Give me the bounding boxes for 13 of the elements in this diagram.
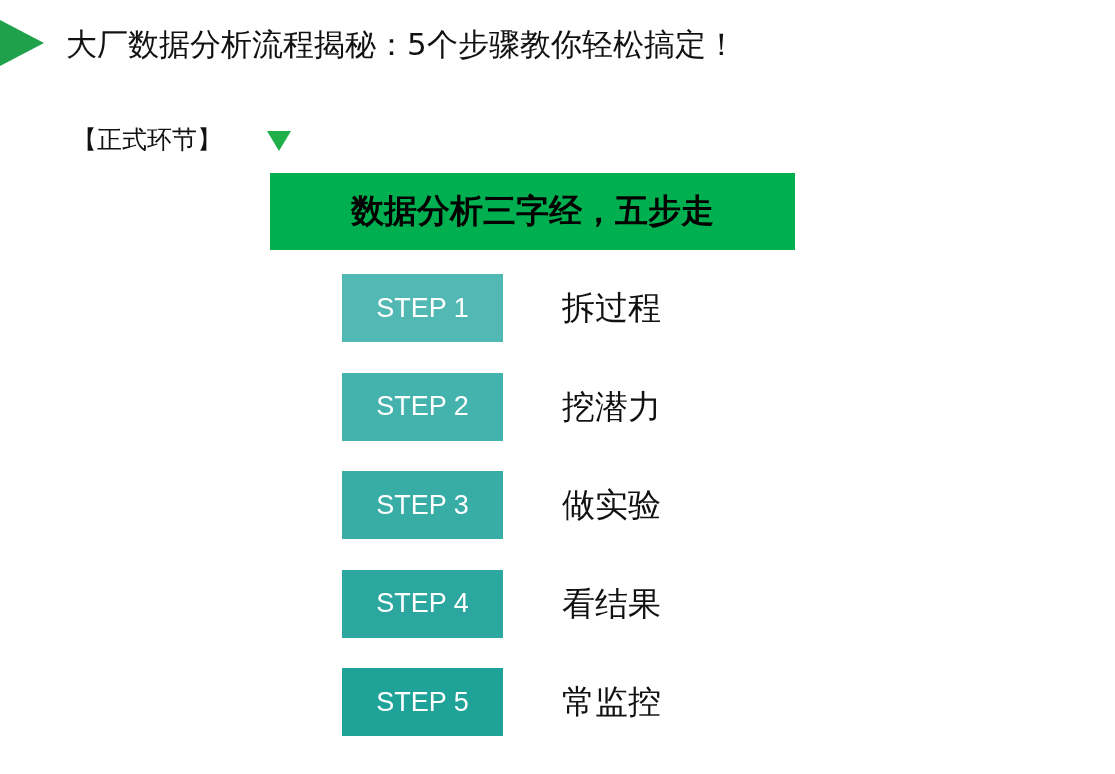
step-caption: 看结果 [562,583,661,624]
slide-title: 大厂数据分析流程揭秘：5个步骤教你轻松搞定！ [66,25,737,64]
step-caption: 拆过程 [562,288,661,328]
header-box: 数据分析三字经，五步走 [270,173,795,250]
step-caption: 挖潜力 [562,386,661,427]
section-label: 【正式环节】 [72,124,222,156]
step-box: STEP 2 [342,372,503,441]
step-box: STEP 3 [342,471,503,539]
step-caption: 做实验 [562,485,661,525]
step-caption: 常监控 [562,682,661,722]
step-box: STEP 4 [342,569,503,638]
step-box: STEP 5 [342,668,503,736]
step-box: STEP 1 [342,274,503,342]
